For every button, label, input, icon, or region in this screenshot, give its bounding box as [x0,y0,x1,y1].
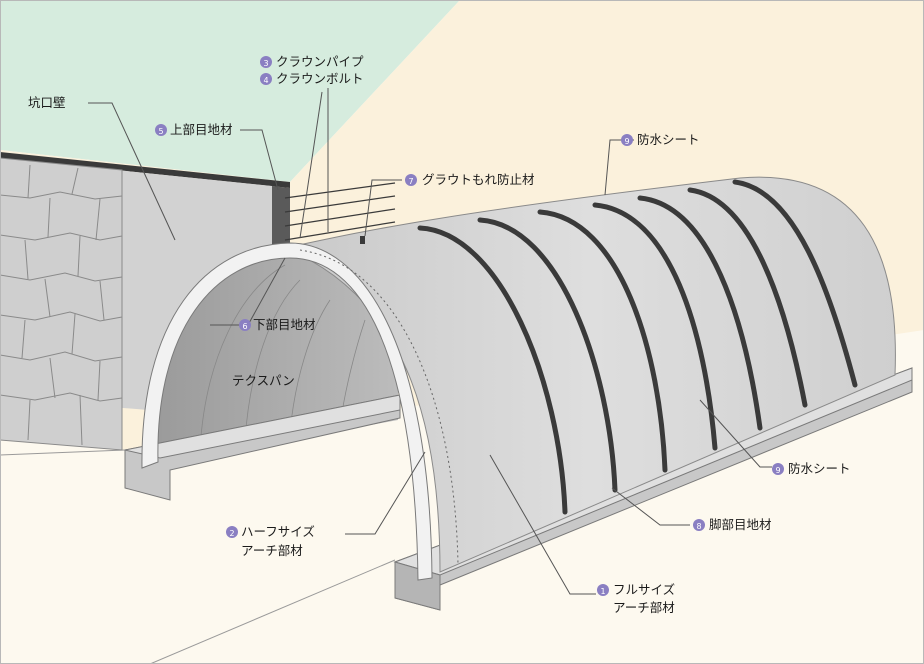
arch-dotted-seam [299,249,459,566]
badge-waterproof-top: 9 [621,134,633,146]
label-upper-joint: 上部目地材 [170,122,233,137]
grout-stop-mark [360,236,365,244]
half-arch-ring [141,242,433,581]
leader-lines [88,88,772,595]
label-full-arch-line1: フルサイズ [613,582,675,597]
label-waterproof-top: 防水シート [637,132,700,147]
label-footing-joint: 脚部目地材 [709,517,772,532]
portal-wall-top [0,152,290,188]
label-full-arch-line2: アーチ部材 [613,600,675,615]
label-crown-pipe: クラウンパイプ [276,54,364,69]
badge-waterproof-side: 9 [772,463,784,475]
label-waterproof-side: 防水シート [788,461,851,476]
svg-text:2: 2 [229,529,234,538]
svg-text:1: 1 [600,587,605,596]
badge-footing-joint: 8 [693,519,705,531]
arch-body [283,176,896,573]
svg-text:9: 9 [624,137,629,146]
road-edge [0,449,126,456]
crown-pipes [284,182,396,241]
label-half-arch-line1: ハーフサイズ [241,524,315,539]
label-texspan: テクスパン [232,373,295,388]
svg-text:3: 3 [263,59,268,68]
label-half-arch-line2: アーチ部材 [241,543,303,558]
badge-full-arch: 1 [597,584,609,596]
inner-seams [199,264,366,451]
svg-text:8: 8 [696,522,701,531]
svg-text:4: 4 [263,76,268,85]
badge-upper-joint: 5 [155,124,167,136]
label-grout-stop: グラウトもれ防止材 [422,172,535,187]
sky-region [0,0,460,182]
svg-text:7: 7 [408,177,413,186]
badge-lower-joint: 6 [239,319,251,331]
badge-half-arch: 2 [226,526,238,538]
road-edge-2 [149,559,396,664]
svg-text:9: 9 [775,466,780,475]
badge-crown-pipe: 3 [260,56,272,68]
arch-ribs [417,179,858,515]
svg-text:6: 6 [242,322,247,331]
portal-wall-side [272,186,290,255]
masonry-pattern [0,157,123,451]
label-portal-wall: 坑口壁 [28,95,66,110]
svg-text:5: 5 [158,127,163,136]
badge-grout-stop: 7 [405,174,417,186]
badge-crown-bolt: 4 [260,73,272,85]
label-crown-bolt: クラウンボルト [276,71,364,86]
label-lower-joint: 下部目地材 [253,317,316,332]
